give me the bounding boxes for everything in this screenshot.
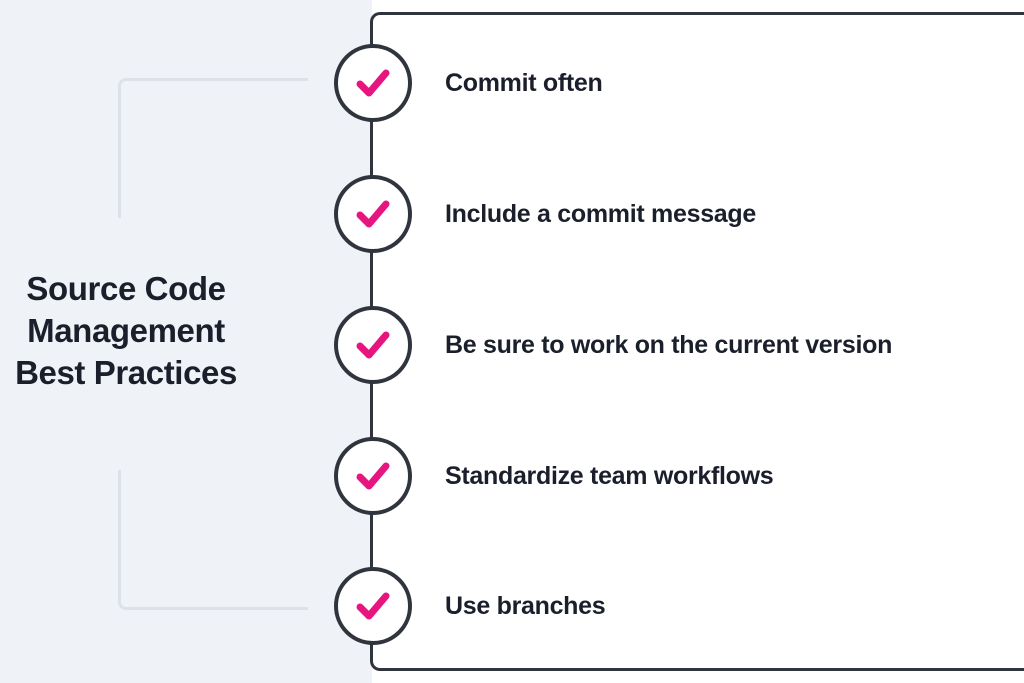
check-icon — [334, 175, 412, 253]
page-title-line-2: Management — [27, 312, 225, 350]
list-item[interactable]: Standardize team workflows — [0, 437, 1024, 515]
list-item[interactable]: Use branches — [0, 567, 1024, 645]
page-title: Source Code Management Best Practices — [0, 268, 266, 395]
list-item[interactable]: Include a commit message — [0, 175, 1024, 253]
list-item-label: Use branches — [445, 591, 606, 620]
left-background-panel — [0, 0, 372, 683]
decorative-bracket-top — [118, 78, 308, 218]
check-icon — [334, 44, 412, 122]
list-item[interactable]: Commit often — [0, 44, 1024, 122]
decorative-bracket-bottom — [118, 470, 308, 610]
list-item-label: Standardize team workflows — [445, 461, 774, 490]
right-background-panel — [372, 0, 1024, 683]
page-title-line-3: Best Practices — [15, 354, 237, 392]
list-item-label: Be sure to work on the current version — [445, 330, 893, 359]
list-item[interactable]: Be sure to work on the current version — [0, 306, 1024, 384]
list-item-label: Commit often — [445, 68, 603, 97]
check-icon — [334, 437, 412, 515]
page-title-line-1: Source Code — [26, 270, 226, 307]
check-icon — [334, 306, 412, 384]
check-icon — [334, 567, 412, 645]
list-item-label: Include a commit message — [445, 199, 756, 228]
